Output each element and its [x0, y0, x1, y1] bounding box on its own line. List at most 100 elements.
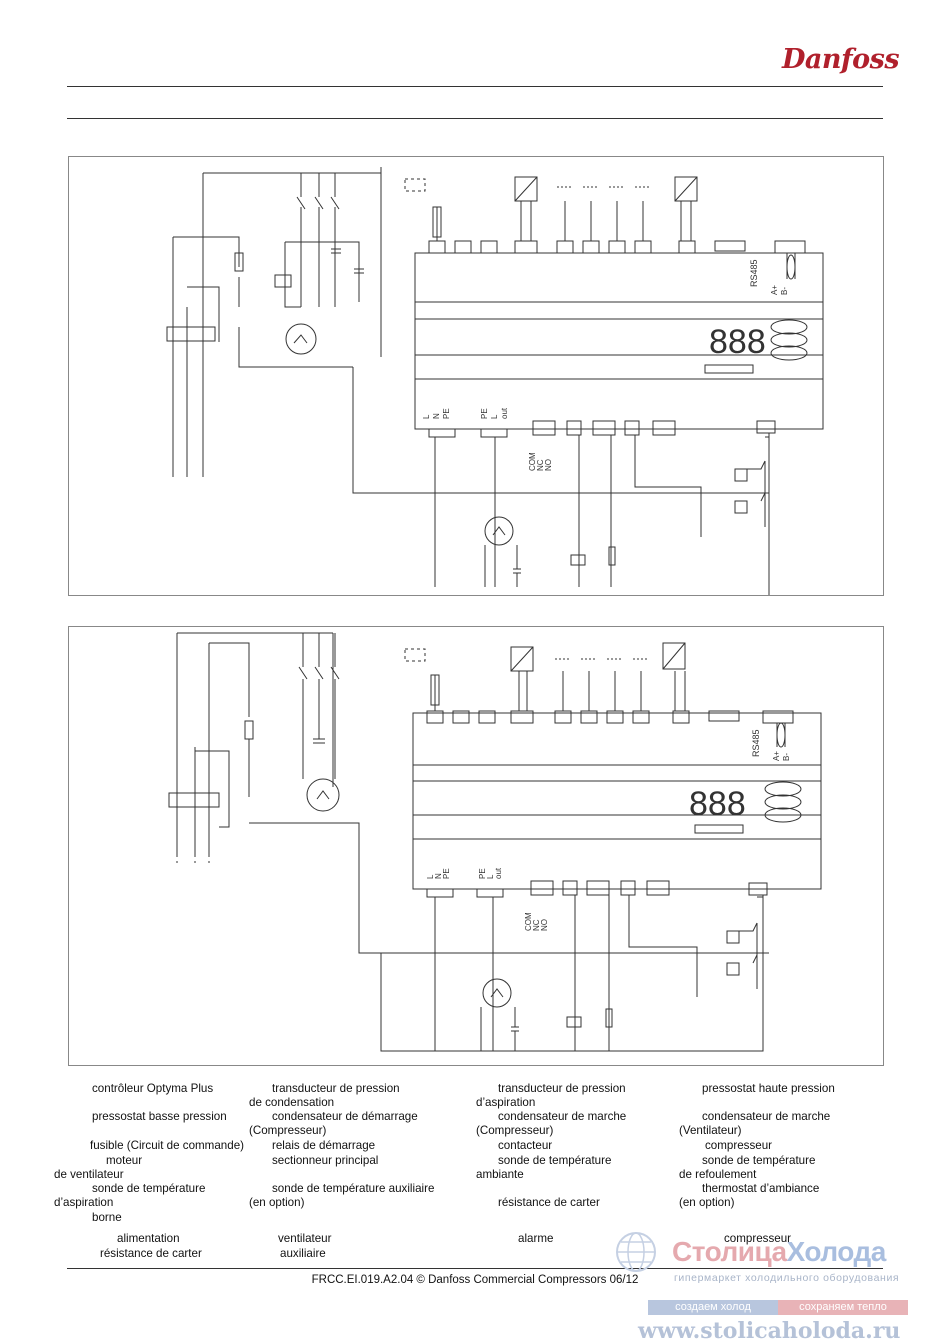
contactor-feed	[300, 173, 336, 197]
svg-text:COM: COM	[524, 912, 533, 931]
svg-text:PE: PE	[480, 408, 489, 419]
legend-item: relais de démarrage	[272, 1139, 376, 1152]
header-rule-bottom	[67, 118, 883, 119]
pressure-transducer-2-icon	[662, 642, 686, 670]
fuse-icon	[234, 252, 244, 272]
legend-item: de condensation	[249, 1096, 335, 1109]
contactor-icon	[296, 196, 340, 210]
legend-item: résistance de carter	[100, 1247, 202, 1260]
legend-item: ventilateur	[278, 1232, 332, 1245]
legend-item: condensateur de démarrage	[272, 1110, 418, 1123]
control-wire	[249, 822, 769, 954]
watermark-title: СтолицаХолода	[672, 1236, 886, 1267]
legend-item: condensateur de marche	[702, 1110, 831, 1123]
legend-item: résistance de carter	[498, 1196, 600, 1209]
supply-dashed-lines	[176, 813, 210, 863]
svg-text:B-: B-	[782, 753, 791, 761]
danfoss-logo: Danfoss	[782, 44, 900, 75]
legend-item: compresseur	[724, 1232, 792, 1245]
legend-item: compresseur	[705, 1139, 773, 1152]
svg-text:NO: NO	[544, 459, 553, 471]
watermark: СтолицаХолода гипермаркет холодильного о…	[600, 1230, 950, 1344]
supply-dashed-lines	[172, 347, 204, 397]
legend-item: sonde de température	[92, 1182, 206, 1195]
rs485-label: RS485	[751, 729, 761, 757]
contactor-icon	[298, 666, 340, 680]
legend-item: auxiliaire	[280, 1247, 326, 1260]
svg-text:L: L	[486, 874, 495, 879]
header-rule-top	[67, 86, 883, 87]
legend: contrôleur Optyma Plus transducteur de p…	[0, 1080, 950, 1270]
legend-item: (en option)	[249, 1196, 305, 1209]
controller-body-2	[412, 712, 822, 890]
pressure-transducer-2-icon	[674, 176, 698, 202]
legend-item: contacteur	[498, 1139, 553, 1152]
main-switch-icon	[168, 792, 220, 808]
pressure-transducer-icon	[514, 176, 538, 202]
legend-item: de refoulement	[679, 1168, 757, 1181]
svg-text:out: out	[494, 867, 503, 879]
watermark-tagline: гипермаркет холодильного оборудования	[674, 1272, 900, 1284]
svg-text:N: N	[434, 873, 443, 879]
main-switch-icon	[166, 326, 216, 342]
legend-item: moteur	[106, 1154, 143, 1167]
fan-capacitor-icon	[354, 268, 364, 274]
legend-item: alarme	[518, 1232, 554, 1245]
run-capacitor-icon	[331, 248, 341, 254]
legend-item: sonde de température	[702, 1154, 816, 1167]
fuse-wire	[209, 642, 250, 797]
svg-text:PE: PE	[478, 868, 487, 879]
svg-text:L: L	[422, 414, 431, 419]
footer-rule	[67, 1268, 883, 1269]
pe-wire	[187, 286, 220, 342]
legend-item: (Ventilateur)	[679, 1124, 742, 1137]
legend-item: d’aspiration	[54, 1196, 114, 1209]
aux-resistor-icon	[608, 546, 616, 566]
crankcase-heater-icon	[570, 554, 586, 566]
legend-item: ambiante	[476, 1168, 524, 1181]
rs485-label: RS485	[749, 259, 759, 287]
legend-item: transducteur de pression	[498, 1082, 626, 1095]
legend-item: de ventilateur	[54, 1168, 124, 1181]
fan-motor-icon	[482, 978, 512, 1008]
pressure-transducer-icon	[510, 646, 534, 672]
svg-text:PE: PE	[442, 408, 451, 419]
contactor-out	[300, 207, 336, 307]
legend-item: alimentation	[117, 1232, 180, 1245]
legend-item: sonde de température	[498, 1154, 612, 1167]
contactor-feed	[302, 633, 336, 667]
legend-item: sonde de température auxiliaire	[272, 1182, 435, 1195]
legend-item: (en option)	[679, 1196, 735, 1209]
run-capacitor-icon	[313, 738, 325, 744]
svg-text:L: L	[490, 414, 499, 419]
contactor-out	[302, 679, 336, 779]
svg-text:NC: NC	[536, 459, 545, 471]
legend-item: sectionneur principal	[272, 1154, 379, 1167]
legend-item: condensateur de marche	[498, 1110, 627, 1123]
legend-item: thermostat d’ambiance	[702, 1182, 820, 1195]
svg-text:B-: B-	[780, 287, 789, 295]
wiring-diagram-1-svg: 888 RS485 A+ B- L N PE PE L out	[166, 167, 824, 595]
legend-item: (Compresseur)	[249, 1124, 327, 1137]
svg-text:out: out	[500, 407, 509, 419]
start-relay-icon	[274, 274, 292, 288]
globe-icon	[616, 1232, 656, 1272]
watermark-pill-right: сохраняем тепло	[778, 1300, 908, 1315]
svg-text:A+: A+	[770, 285, 779, 295]
watermark-url: www.stolicaholoda.ru	[638, 1318, 901, 1344]
control-drops	[380, 895, 764, 1052]
display-digits: 888	[709, 323, 766, 361]
wiring-diagram-2-svg: 888 RS485 A+ B- L N PE PE L out COM	[168, 632, 822, 1052]
wiring-diagram-1: 888 RS485 A+ B- L N PE PE L out	[68, 156, 884, 596]
legend-item: transducteur de pression	[272, 1082, 400, 1095]
svg-text:NC: NC	[532, 919, 541, 931]
control-wire	[238, 327, 769, 494]
run-cap-wires	[284, 241, 360, 308]
supply-wires	[176, 632, 334, 857]
svg-text:NO: NO	[540, 919, 549, 931]
legend-item: fusible (Circuit de commande)	[90, 1139, 244, 1152]
legend-item: d’aspiration	[476, 1096, 536, 1109]
legend-item: (Compresseur)	[476, 1124, 554, 1137]
svg-text:L: L	[426, 874, 435, 879]
legend-item: borne	[92, 1211, 122, 1224]
